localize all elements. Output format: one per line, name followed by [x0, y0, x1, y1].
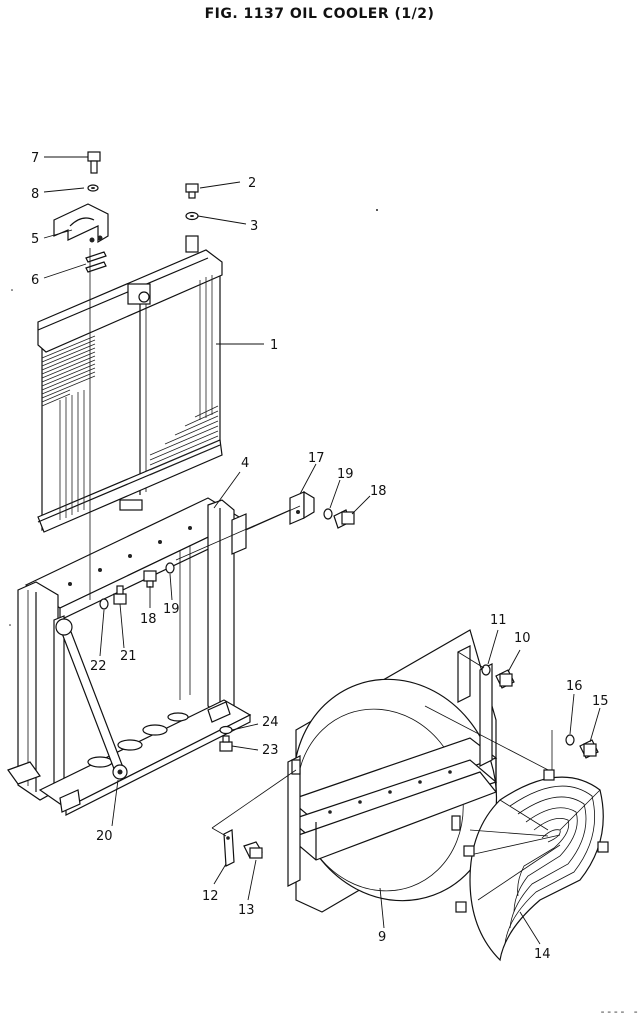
washer-19-lower [165, 562, 175, 574]
washer-8 [87, 184, 99, 192]
washer-19-upper [323, 508, 333, 520]
stay-rod [55, 618, 128, 780]
callout-3: 3 [250, 219, 258, 234]
callout-14: 14 [534, 947, 551, 962]
bolt-18-lower [143, 570, 157, 588]
callout-12: 12 [202, 889, 219, 904]
washer-3 [185, 211, 199, 221]
callout-21: 21 [120, 649, 137, 664]
callout-17: 17 [308, 451, 325, 466]
washer-24 [219, 725, 233, 735]
callout-2: 2 [248, 176, 256, 191]
washer-16 [565, 734, 575, 746]
callout-18-upper: 18 [370, 484, 387, 499]
cooler-frame [7, 497, 252, 816]
callout-19-upper: 19 [337, 467, 354, 482]
spacer-plates [85, 251, 107, 273]
oil-cooler-core [37, 235, 223, 533]
bolt-18-upper [333, 509, 355, 529]
bolt-15 [579, 739, 599, 759]
callout-4: 4 [241, 456, 249, 471]
callout-1: 1 [270, 338, 278, 353]
bolt-7 [87, 151, 101, 174]
callout-5: 5 [31, 232, 39, 247]
callout-13: 13 [238, 903, 255, 918]
clamp-cap [53, 203, 109, 244]
washer-11 [481, 664, 491, 676]
bolt-10 [495, 669, 515, 689]
bracket-12 [223, 829, 235, 867]
callout-24: 24 [262, 715, 279, 730]
bracket-17 [289, 490, 315, 525]
callout-15: 15 [592, 694, 609, 709]
callout-16: 16 [566, 679, 583, 694]
plug-2 [185, 183, 199, 199]
fan-guard [455, 769, 609, 962]
callout-8: 8 [31, 187, 39, 202]
leader-lines [43, 156, 601, 945]
bolt-13 [243, 841, 263, 859]
callout-18-lower: 18 [140, 612, 157, 627]
callout-11: 11 [490, 613, 507, 628]
callout-19-lower: 19 [163, 602, 180, 617]
washer-22 [99, 598, 109, 610]
corner-mark: ---- - [599, 1005, 639, 1018]
callout-10: 10 [514, 631, 531, 646]
figure-title: FIG. 1137 OIL COOLER (1/2) [204, 6, 435, 22]
callout-23: 23 [262, 743, 279, 758]
callout-20: 20 [96, 829, 113, 844]
fan-shroud [287, 629, 498, 913]
bolt-23 [219, 735, 233, 752]
callout-6: 6 [31, 273, 39, 288]
callout-22: 22 [90, 659, 107, 674]
callout-9: 9 [378, 930, 386, 945]
callout-7: 7 [31, 151, 39, 166]
